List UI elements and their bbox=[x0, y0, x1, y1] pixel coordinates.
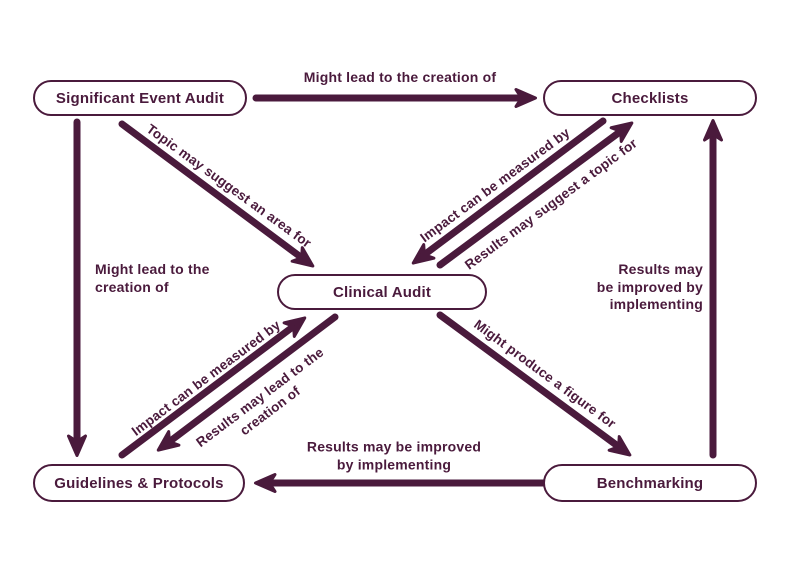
node-clinical-audit: Clinical Audit bbox=[277, 274, 487, 310]
edge-label-benchmarking-to-guidelines: Results may be improved by implementing bbox=[306, 438, 482, 472]
node-significant-event-audit: Significant Event Audit bbox=[33, 80, 247, 116]
arrow-clinical-to-benchmarking bbox=[436, 311, 632, 457]
node-benchmarking: Benchmarking bbox=[543, 464, 757, 502]
arrow-sea-to-clinical bbox=[118, 120, 315, 268]
node-guidelines-protocols: Guidelines & Protocols bbox=[33, 464, 245, 502]
arrow-checklists-to-clinical bbox=[411, 117, 607, 265]
arrow-clinical-to-guidelines bbox=[156, 313, 339, 452]
edge-label-benchmarking-to-checklists: Results may be improved by implementing bbox=[596, 261, 703, 313]
arrow-guidelines-to-clinical bbox=[118, 316, 307, 459]
node-checklists: Checklists bbox=[543, 80, 757, 116]
arrow-clinical-to-checklists bbox=[436, 121, 634, 269]
edge-label-sea-to-checklists: Might lead to the creation of bbox=[303, 69, 497, 86]
edge-label-sea-to-guidelines: Might lead to the creation of bbox=[95, 261, 210, 295]
